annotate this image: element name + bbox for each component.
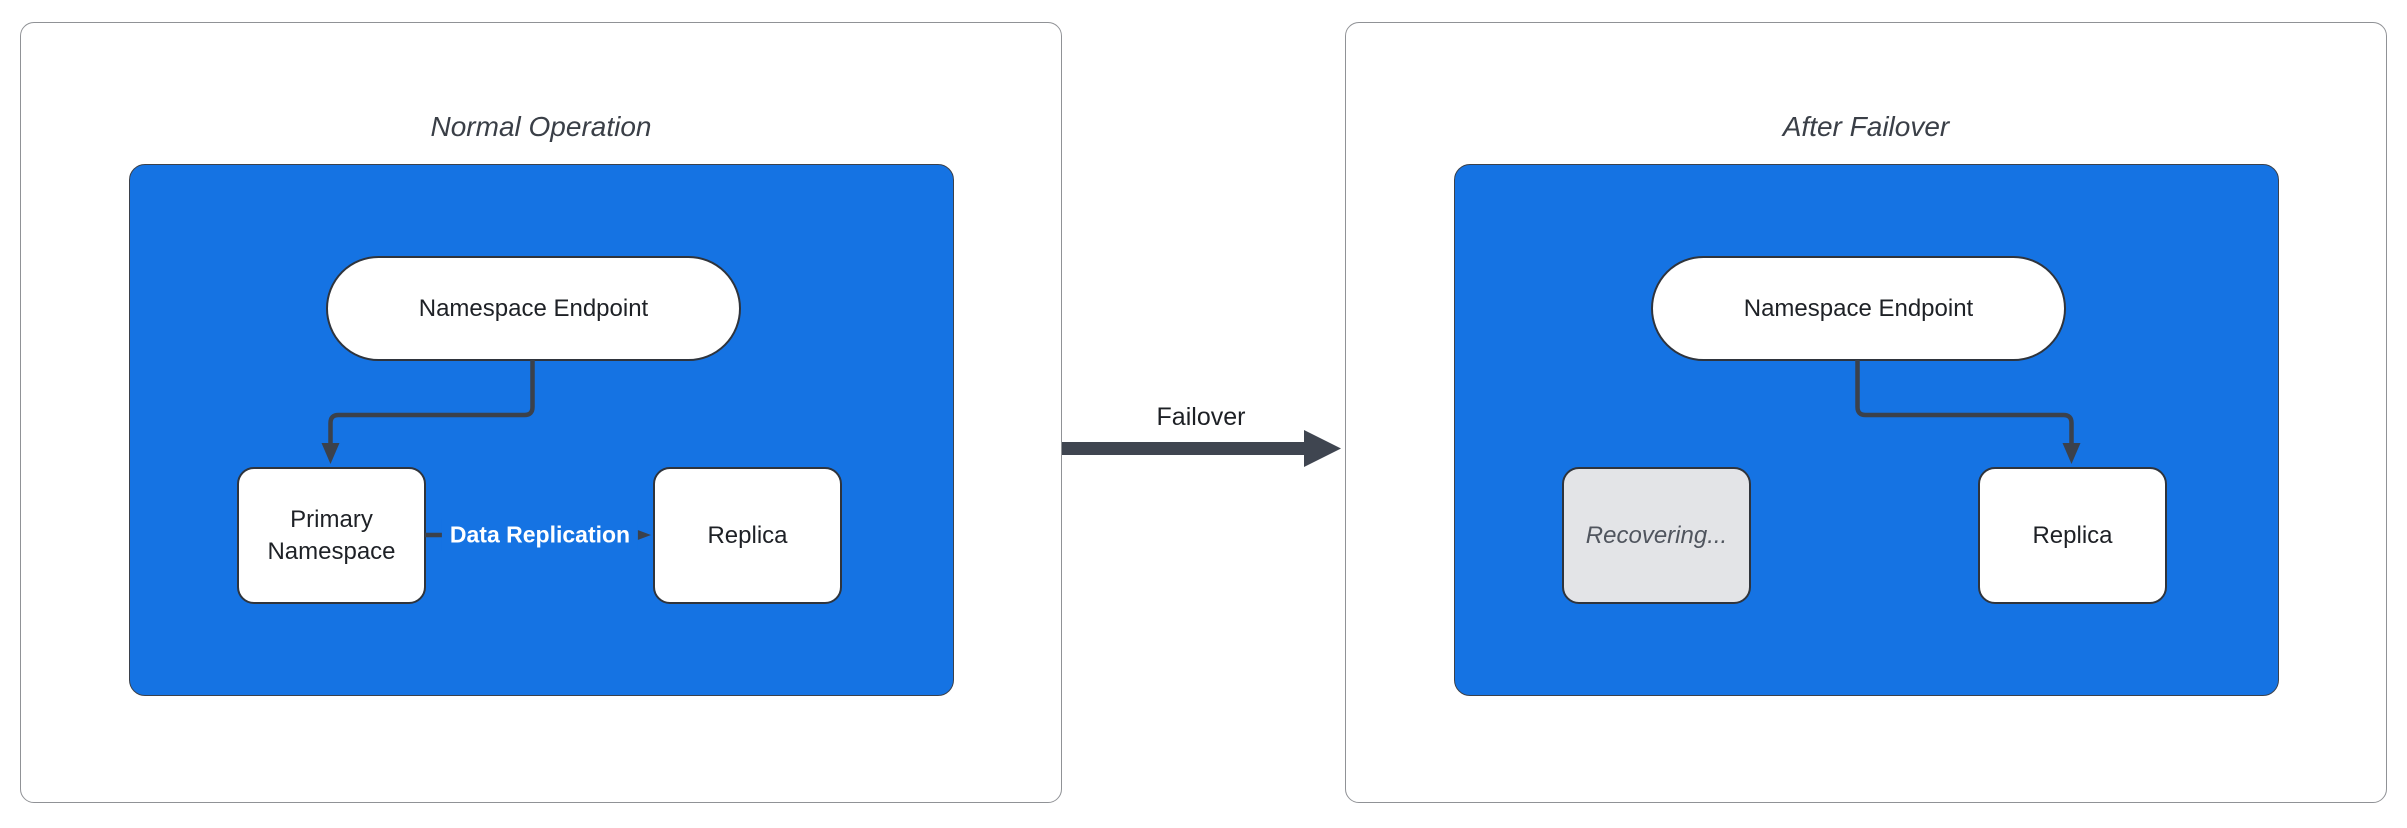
cluster-normal-operation	[129, 164, 954, 696]
node-namespace-endpoint-right: Namespace Endpoint	[1651, 256, 2066, 361]
node-namespace-endpoint-left: Namespace Endpoint	[326, 256, 741, 361]
panel-title-after-failover: After Failover	[1782, 111, 1950, 142]
cluster-after-failover	[1454, 164, 2279, 696]
panel-title-normal-operation: Normal Operation	[430, 111, 652, 142]
edge-label-data-replication: Data Replication	[441, 518, 639, 552]
node-primary-namespace: Primary Namespace	[237, 467, 426, 604]
failover-arrow-label: Failover	[1156, 403, 1246, 431]
node-label-primary-namespace: Primary Namespace	[267, 506, 396, 565]
node-replica-left: Replica	[653, 467, 842, 604]
node-label-namespace-endpoint-left: Namespace Endpoint	[418, 294, 649, 322]
node-recovering: Recovering...	[1562, 467, 1751, 604]
failover-arrowhead	[1304, 430, 1341, 467]
node-replica-right: Replica	[1978, 467, 2167, 604]
panel-after-failover: After Failover Namespace Endpoint Recove…	[1345, 22, 2387, 803]
node-label-namespace-endpoint-right: Namespace Endpoint	[1743, 294, 1974, 322]
node-label-replica-left: Replica	[707, 521, 788, 549]
node-label-recovering: Recovering...	[1585, 521, 1728, 549]
node-label-replica-right: Replica	[2032, 521, 2113, 549]
panel-normal-operation: Normal Operation Namespace Endpoint Prim…	[20, 22, 1062, 803]
